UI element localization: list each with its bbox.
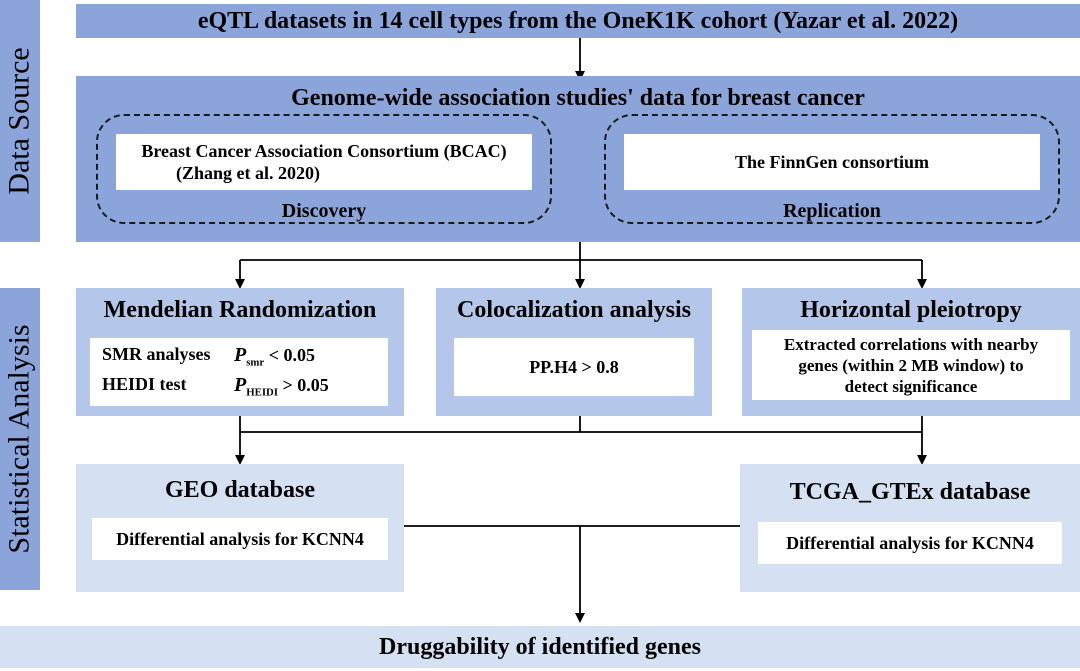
pleiotropy-criteria-box: Extracted correlations with nearby genes… [752,330,1070,400]
mr-title: Mendelian Randomization [103,296,377,323]
final-text: Druggability of identified genes [379,633,701,660]
pleiotropy-title: Horizontal pleiotropy [800,296,1022,323]
smr-p: P [234,344,247,366]
gwas-container: Genome-wide association studies' data fo… [76,76,1080,242]
replication-source-box: The FinnGen consortium [624,134,1040,190]
replication-label: Replication [783,199,881,222]
tcga-title: TCGA_GTEx database [789,478,1031,505]
heidi-threshold: PHEIDI > 0.05 [234,374,329,399]
geo-box: GEO database Differential analysis for K… [76,464,404,592]
side-label-data-source: Data Source [0,0,40,242]
coloc-box: Colocalization analysis PP.H4 > 0.8 [436,288,712,416]
eqtl-box: eQTL datasets in 14 cell types from the … [76,4,1080,38]
geo-text: Differential analysis for KCNN4 [116,528,364,549]
smr-cond: < 0.05 [264,345,315,365]
mr-criteria-box: SMR analyses Psmr < 0.05 HEIDI test PHEI… [90,338,388,406]
coloc-title: Colocalization analysis [456,296,691,323]
pleiotropy-line1: Extracted correlations with nearby [783,334,1039,354]
discovery-group: Breast Cancer Association Consortium (BC… [96,114,552,224]
discovery-source-box: Breast Cancer Association Consortium (BC… [116,134,532,190]
pleiotropy-box: Horizontal pleiotropy Extracted correlat… [742,288,1080,416]
pleiotropy-line2: genes (within 2 MB window) to [798,355,1024,375]
heidi-cond: > 0.05 [278,375,329,395]
smr-threshold: Psmr < 0.05 [234,344,315,369]
tcga-text: Differential analysis for KCNN4 [786,532,1034,553]
coloc-criteria-text: PP.H4 > 0.8 [529,356,619,377]
geo-title: GEO database [164,476,316,503]
coloc-criteria-box: PP.H4 > 0.8 [454,338,694,396]
gwas-title: Genome-wide association studies' data fo… [291,84,865,111]
mr-row-smr: SMR analyses Psmr < 0.05 [102,344,315,369]
mr-row-heidi: HEIDI test PHEIDI > 0.05 [102,374,329,399]
heidi-label: HEIDI test [102,374,187,394]
final-box: Druggability of identified genes [0,626,1080,668]
tcga-box: TCGA_GTEx database Differential analysis… [740,464,1080,592]
heidi-sub: HEIDI [246,386,279,399]
smr-label: SMR analyses [102,344,211,364]
replication-source-text: The FinnGen consortium [734,151,930,172]
eqtl-box-text: eQTL datasets in 14 cell types from the … [197,7,959,34]
replication-group: The FinnGen consortium Replication [604,114,1060,224]
discovery-source-line2: (Zhang et al. 2020) [176,163,320,183]
tcga-text-box: Differential analysis for KCNN4 [758,522,1062,564]
geo-text-box: Differential analysis for KCNN4 [92,518,388,560]
discovery-source-line1: Breast Cancer Association Consortium (BC… [141,141,507,161]
smr-sub: smr [246,356,265,369]
discovery-label: Discovery [281,199,367,222]
heidi-p: P [234,374,247,396]
pleiotropy-line3: detect significance [844,376,978,396]
side-label-statistical-analysis: Statistical Analysis [0,288,40,590]
mr-box: Mendelian Randomization SMR analyses Psm… [76,288,404,416]
